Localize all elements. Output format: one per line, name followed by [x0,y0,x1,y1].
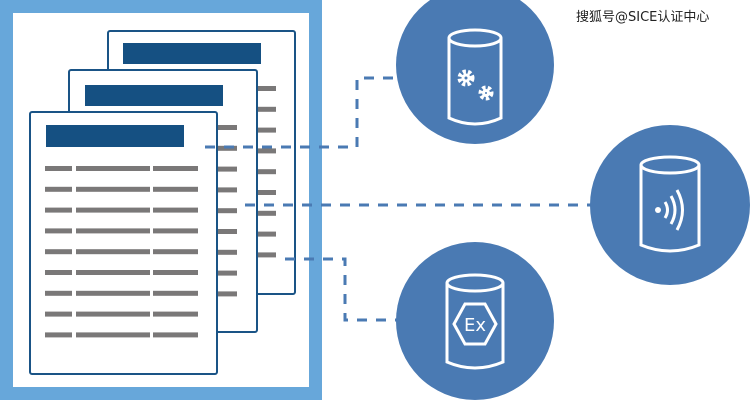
text-line [153,332,198,338]
database-wireless-icon [639,155,701,253]
text-line [153,249,198,255]
text-line [45,249,72,255]
text-line [76,290,150,296]
text-line [45,270,72,275]
text-line [153,270,198,275]
text-line [153,290,198,296]
database-wireless-node [590,125,750,285]
text-line [45,311,72,317]
text-line [76,332,150,338]
text-line [45,332,72,338]
text-line [76,270,150,275]
text-line [76,228,150,234]
text-line [153,186,198,192]
database-ex-icon [445,273,505,370]
database-ex-node: Ex [396,242,554,400]
text-line [76,166,150,171]
ex-label: Ex [464,315,486,336]
text-line [153,207,198,213]
text-line [76,207,150,213]
text-line [45,290,72,296]
text-line [153,311,198,317]
text-line [45,207,72,213]
document-front [29,111,218,375]
text-line [45,166,72,171]
text-line [76,186,150,192]
watermark: 搜狐号@SICE认证中心 [576,10,710,25]
database-gears-node [396,0,554,144]
database-gears-icon [447,28,503,126]
text-line [153,166,198,171]
text-line [153,228,198,234]
text-line [76,311,150,317]
text-line [45,186,72,192]
connector-top [205,76,400,149]
text-line [76,249,150,255]
text-line [45,228,72,234]
